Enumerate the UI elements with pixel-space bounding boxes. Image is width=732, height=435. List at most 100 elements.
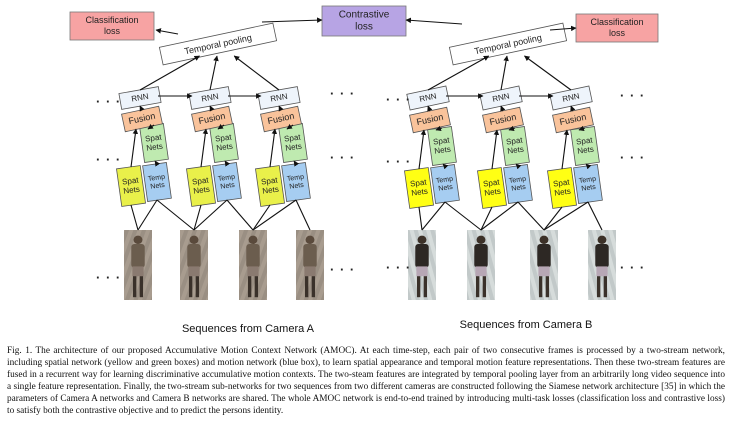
- camera-b-spat-net-yellow-3-rect: [547, 167, 577, 209]
- contrastive-loss-label: Contrastive: [339, 10, 390, 21]
- camera-a-ellipsis: · · ·: [330, 150, 355, 165]
- camera-a-temp-net-1-label: Temp: [148, 174, 166, 183]
- connector-line: [427, 55, 490, 91]
- connector-line: [130, 204, 139, 231]
- camera-a-spat-net-green-2-label: Spat: [215, 132, 233, 143]
- contrastive-loss-rect: [321, 5, 407, 37]
- connector-line: [500, 55, 509, 91]
- connector-line: [543, 206, 563, 231]
- camera-b-temp-net-1-label: Temp: [436, 176, 454, 185]
- camera-a-frame-2-shorts: [188, 266, 200, 277]
- camera-b-spat-net-green-1-label: Spat: [433, 135, 451, 146]
- connector-line: [137, 199, 158, 231]
- camera-b-temp-net-2-label: Temp: [509, 176, 527, 185]
- connector-line: [139, 105, 145, 112]
- connector-line: [209, 55, 219, 91]
- camera-a-frame-1-torso: [131, 244, 145, 268]
- camera-a-spat-net-yellow-1-label: Nets: [123, 185, 141, 196]
- camera-a-frame-3-head: [248, 235, 258, 244]
- camera-a-spat-net-yellow-3-rect: [255, 165, 285, 207]
- camera-a-frame-2-torso: [187, 244, 201, 268]
- camera-b-frame-4-head: [597, 235, 607, 244]
- camera-b-rnn-1-label: RNN: [419, 91, 438, 103]
- camera-a-temp-net-3-rect: [281, 162, 311, 202]
- camera-a-spat-net-yellow-3-label: Nets: [262, 185, 280, 196]
- camera-b-temp-net-3-label: Nets: [581, 184, 597, 193]
- camera-b-frame-2-leg-left: [475, 276, 480, 298]
- camera-a-frame-3: [239, 230, 267, 300]
- connector-line: [224, 160, 231, 167]
- camera-b-frame-3-leg-left: [538, 276, 543, 298]
- connector-line: [421, 201, 446, 231]
- camera-a-ellipsis: · · ·: [330, 86, 355, 101]
- connector-line: [570, 105, 576, 112]
- camera-b-spat-net-green-1-label: Nets: [434, 145, 452, 156]
- camera-a-temp-net-3-label: Temp: [287, 174, 305, 183]
- connector-line: [193, 204, 202, 231]
- camera-a-frame-4-head: [305, 235, 315, 244]
- connector-line: [226, 199, 254, 231]
- camera-b-ellipsis: · · ·: [620, 88, 645, 103]
- camera-a-ellipsis: · · ·: [330, 262, 355, 277]
- camera-b-frame-3-torso: [537, 244, 551, 268]
- figure-caption: Fig. 1. The architecture of our proposed…: [7, 346, 725, 416]
- camera-b-frame-3-leg-right: [545, 276, 550, 298]
- camera-b-ellipsis: · · ·: [386, 260, 411, 275]
- camera-a-spat-net-yellow-1-rect: [116, 165, 146, 207]
- camera-b-spat-net-yellow-3-label: Nets: [554, 187, 572, 198]
- classification-loss-a-label: Classification: [85, 15, 138, 25]
- connector-line: [517, 201, 545, 231]
- camera-a-temporal-pooling: Temporal pooling: [158, 22, 278, 66]
- camera-b-frame-3: [530, 230, 558, 300]
- camera-b-frame-1-shorts: [416, 266, 428, 277]
- camera-b-rnn-3-label: RNN: [562, 91, 581, 103]
- camera-a-spat-net-yellow-2-label: Spat: [192, 175, 210, 186]
- camera-a-frame-1-head: [133, 235, 143, 244]
- camera-a-frame-1: [124, 230, 152, 300]
- connector-line: [139, 55, 200, 91]
- camera-b-frame-2-leg-right: [482, 276, 487, 298]
- connector-line: [500, 105, 506, 112]
- camera-b-frame-3-shorts: [538, 266, 550, 277]
- connector-line: [147, 123, 155, 130]
- camera-b-frame-4-shorts: [596, 266, 608, 277]
- connector-line: [480, 201, 519, 231]
- camera-a-frame-4: [296, 230, 324, 300]
- connector-line: [217, 123, 225, 130]
- classification-loss-a-rect: [69, 11, 155, 41]
- camera-b-spat-net-green-3-label: Nets: [577, 145, 595, 156]
- camera-b-spat-net-yellow-2-label: Spat: [483, 177, 501, 188]
- camera-a-rnn-2-label: RNN: [201, 92, 220, 104]
- camera-b-temp-net-2-rect: [503, 164, 533, 204]
- camera-a-rnn-1-label: RNN: [131, 92, 150, 104]
- camera-b-temp-net-3-rect: [573, 164, 603, 204]
- connector-line: [252, 199, 297, 231]
- connector-line: [549, 25, 577, 32]
- camera-b-ellipsis: · · ·: [620, 150, 645, 165]
- camera-b-temporal-pooling: Temporal pooling: [448, 22, 568, 66]
- camera-a-frame-3-shorts: [247, 266, 259, 277]
- camera-b-frame-4-torso: [595, 244, 609, 268]
- camera-b-frame-4: [588, 230, 616, 300]
- camera-a-temp-net-2-label: Temp: [218, 174, 236, 183]
- camera-b-temp-net-1-rect: [430, 164, 460, 204]
- camera-a-caption: Sequences from Camera A: [182, 323, 315, 335]
- camera-a-spat-net-yellow-2-rect: [186, 165, 216, 207]
- connector-line: [252, 204, 271, 231]
- camera-b-frame-1-leg-left: [416, 276, 421, 298]
- contrastive-loss-label: loss: [355, 22, 373, 33]
- camera-a-spat-net-green-1-label: Spat: [145, 132, 163, 143]
- camera-b-frame-3-head: [539, 235, 549, 244]
- connector-line: [130, 128, 139, 168]
- connector-line: [155, 28, 179, 35]
